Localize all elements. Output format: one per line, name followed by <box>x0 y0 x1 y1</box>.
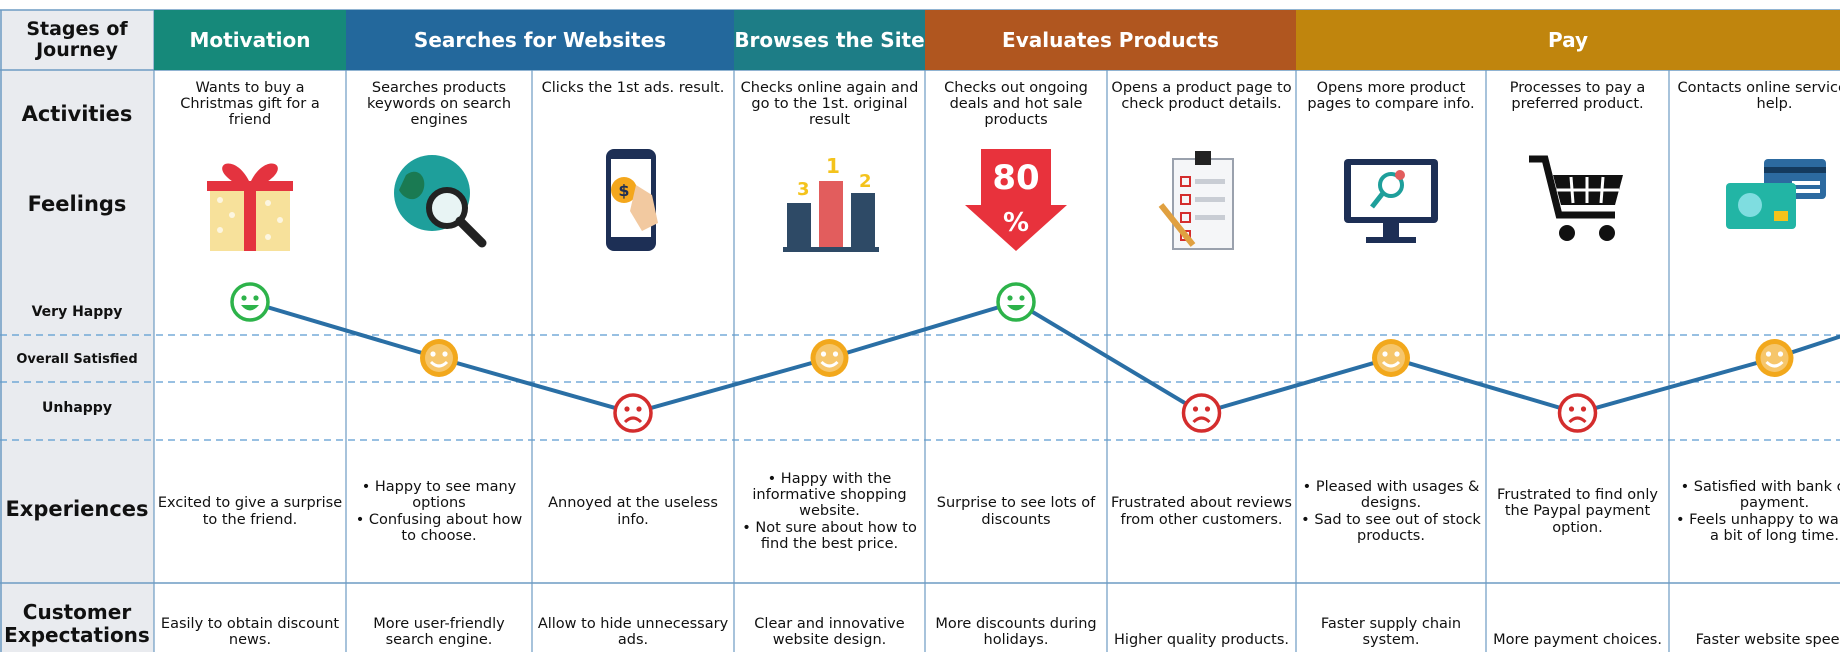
activity-icon: $ <box>578 145 688 259</box>
activity-icon <box>195 145 305 259</box>
activity-icon <box>1720 145 1830 259</box>
discount-80-icon: 80% <box>965 149 1067 251</box>
label-column-background <box>0 10 154 652</box>
experience-text: • Happy with the informative shopping we… <box>742 470 917 552</box>
activity-text: Processes to pay a preferred product. <box>1509 80 1646 113</box>
stage-title: Browses the Site <box>734 27 925 52</box>
stage-header: Searches for Websites <box>346 10 734 70</box>
expectation-text: Faster supply chain system. <box>1320 615 1462 648</box>
activity-icon: 80% <box>961 145 1071 259</box>
expectation-text: Easily to obtain discount news. <box>160 615 340 648</box>
expectation-text: More payment choices. <box>1493 631 1662 648</box>
expectation-text: More user-friendly search engine. <box>373 615 505 648</box>
experience-text: Excited to give a surprise to the friend… <box>157 495 343 528</box>
row-label-customer-expectations: Customer Expectations <box>4 600 150 647</box>
experience-text: • Pleased with usages & designs. • Sad t… <box>1301 479 1481 544</box>
experience-text: Frustrated about reviews from other cust… <box>1111 495 1292 528</box>
stage-title: Pay <box>1547 27 1589 52</box>
experience-text: Frustrated to find only the Paypal payme… <box>1497 487 1658 536</box>
activity-text: Contacts online service for help. <box>1677 80 1840 113</box>
very-happy-face-icon <box>230 282 270 322</box>
stage-title: Motivation <box>189 27 311 52</box>
discount-value: 80 <box>992 158 1039 198</box>
row-label-very-happy: Very Happy <box>31 304 123 321</box>
satisfied-face-icon <box>1372 339 1410 377</box>
checklist-icon <box>1158 151 1234 250</box>
monitor-search-icon <box>1344 159 1438 243</box>
satisfied-face-icon <box>810 339 849 377</box>
ranking-podium-icon: 312 <box>782 154 879 252</box>
experience-text: Annoyed at the useless info. <box>548 495 718 528</box>
experience-text: Surprise to see lots of discounts <box>936 495 1096 528</box>
activity-text: Opens more product pages to compare info… <box>1307 80 1475 113</box>
expectation-text: More discounts during holidays. <box>935 615 1097 648</box>
row-label-activities: Activities <box>21 102 133 127</box>
row-label-overall-satisfied: Overall Satisfied <box>16 351 138 367</box>
activity-text: Clicks the 1st ads. result. <box>541 80 725 96</box>
shopping-cart-icon <box>1528 155 1623 241</box>
credit-card-icon <box>1725 159 1826 229</box>
stage-header: Pay <box>1296 10 1840 70</box>
activity-icon <box>1336 145 1446 259</box>
row-label-feelings: Feelings <box>27 192 127 217</box>
activity-text: Checks online again and go to the 1st. o… <box>740 80 919 129</box>
phone-tap-icon: $ <box>606 149 658 251</box>
experience-text: • Happy to see many options • Confusing … <box>355 479 523 544</box>
podium-number: 2 <box>859 171 872 192</box>
expectation-text: Higher quality products. <box>1114 631 1289 648</box>
activity-text: Wants to buy a Christmas gift for a frie… <box>180 80 320 129</box>
row-label-stages: Stages of Journey <box>26 17 128 61</box>
expectation-text: Faster website speed. <box>1695 631 1840 648</box>
activity-icon <box>1523 145 1633 259</box>
activity-icon <box>1147 145 1257 259</box>
satisfied-face-icon <box>1755 339 1794 377</box>
stage-header: Motivation <box>154 10 346 70</box>
unhappy-face-icon <box>1557 393 1598 433</box>
expectation-text: Allow to hide unnecessary ads. <box>537 615 729 648</box>
unhappy-face-icon <box>613 393 653 433</box>
stage-header: Evaluates Products <box>925 10 1296 70</box>
svg-text:$: $ <box>618 181 629 200</box>
podium-number: 1 <box>826 154 840 178</box>
discount-percent: % <box>1003 208 1029 238</box>
experience-text: • Satisfied with bank card payment. • Fe… <box>1676 479 1840 544</box>
unhappy-face-icon <box>1181 393 1222 433</box>
row-label-experiences: Experiences <box>5 497 149 522</box>
activity-text: Checks out ongoing deals and hot sale pr… <box>944 80 1088 129</box>
stage-header: Browses the Site <box>734 10 925 70</box>
activity-icon <box>384 145 494 259</box>
podium-number: 3 <box>797 179 810 200</box>
globe-search-icon <box>394 155 487 248</box>
very-happy-face-icon <box>996 282 1036 322</box>
row-label-unhappy: Unhappy <box>42 400 112 417</box>
stage-title: Evaluates Products <box>1002 27 1219 52</box>
stage-title: Searches for Websites <box>413 27 667 52</box>
activity-text: Opens a product page to check product de… <box>1111 80 1292 113</box>
emotion-curve <box>249 299 1840 416</box>
expectation-text: Clear and innovative website design. <box>754 615 905 648</box>
satisfied-face-icon <box>420 339 458 377</box>
gift-icon <box>207 163 293 251</box>
activity-text: Searches products keywords on search eng… <box>366 80 512 129</box>
